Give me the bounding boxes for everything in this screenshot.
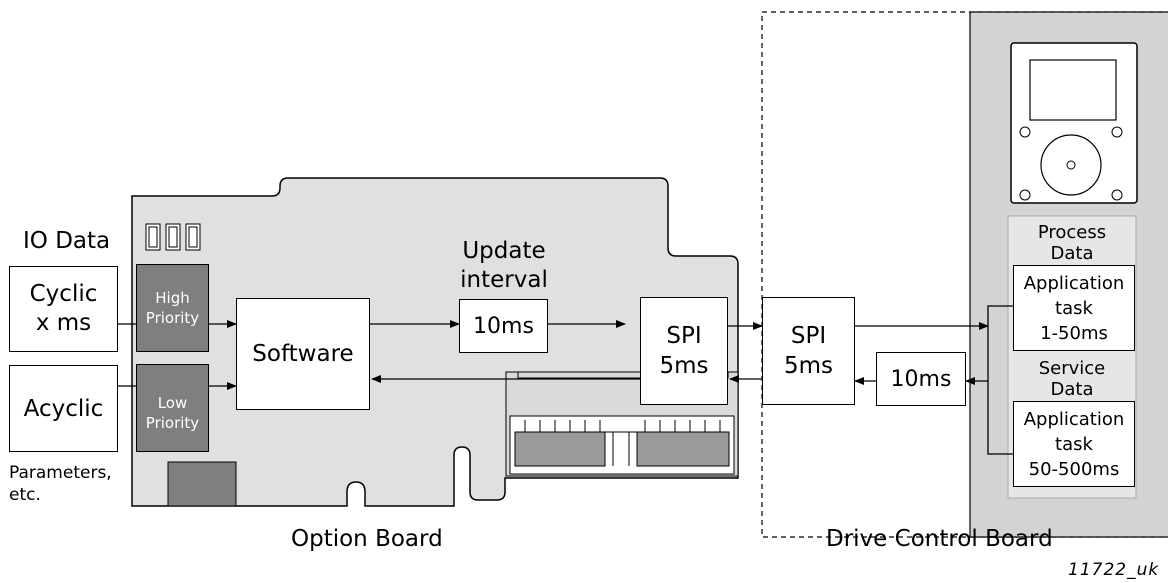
acyclic-label: Acyclic — [23, 395, 104, 422]
board-corner-block — [167, 461, 237, 507]
drive-control-board-caption: Drive Control Board — [826, 526, 1053, 552]
service-data-header: Service Data — [1038, 358, 1106, 400]
acyclic-note: Parameters, etc. — [9, 463, 112, 505]
option-spi-box: SPI 5ms — [640, 297, 728, 405]
acyclic-box: Acyclic — [9, 365, 118, 452]
cyclic-label: Cyclic — [29, 281, 98, 307]
software-box: Software — [236, 298, 370, 410]
cyclic-rate: x ms — [35, 310, 92, 336]
drive-interval-box: 10ms — [876, 352, 966, 406]
software-label: Software — [252, 341, 354, 367]
process-task-box: Application task 1-50ms — [1013, 265, 1135, 351]
option-interval-box: 10ms — [459, 299, 548, 353]
option-board-caption: Option Board — [291, 526, 443, 552]
figure-id: 11722_uk — [1068, 560, 1160, 580]
high-priority-block: High Priority — [136, 264, 209, 352]
process-data-header: Process Data — [1037, 222, 1107, 264]
update-interval-label: Update interval — [460, 238, 548, 293]
low-priority-block: Low Priority — [136, 364, 209, 452]
led-indicators-icon — [145, 223, 201, 251]
service-task-box: Application task 50-500ms — [1013, 401, 1135, 487]
cyclic-box: Cyclic x ms — [9, 266, 118, 352]
drive-spi-box: SPI 5ms — [762, 297, 855, 405]
keypad-icon — [1010, 42, 1138, 204]
io-data-title: IO Data — [23, 228, 111, 254]
board-connector-icon — [505, 371, 739, 477]
